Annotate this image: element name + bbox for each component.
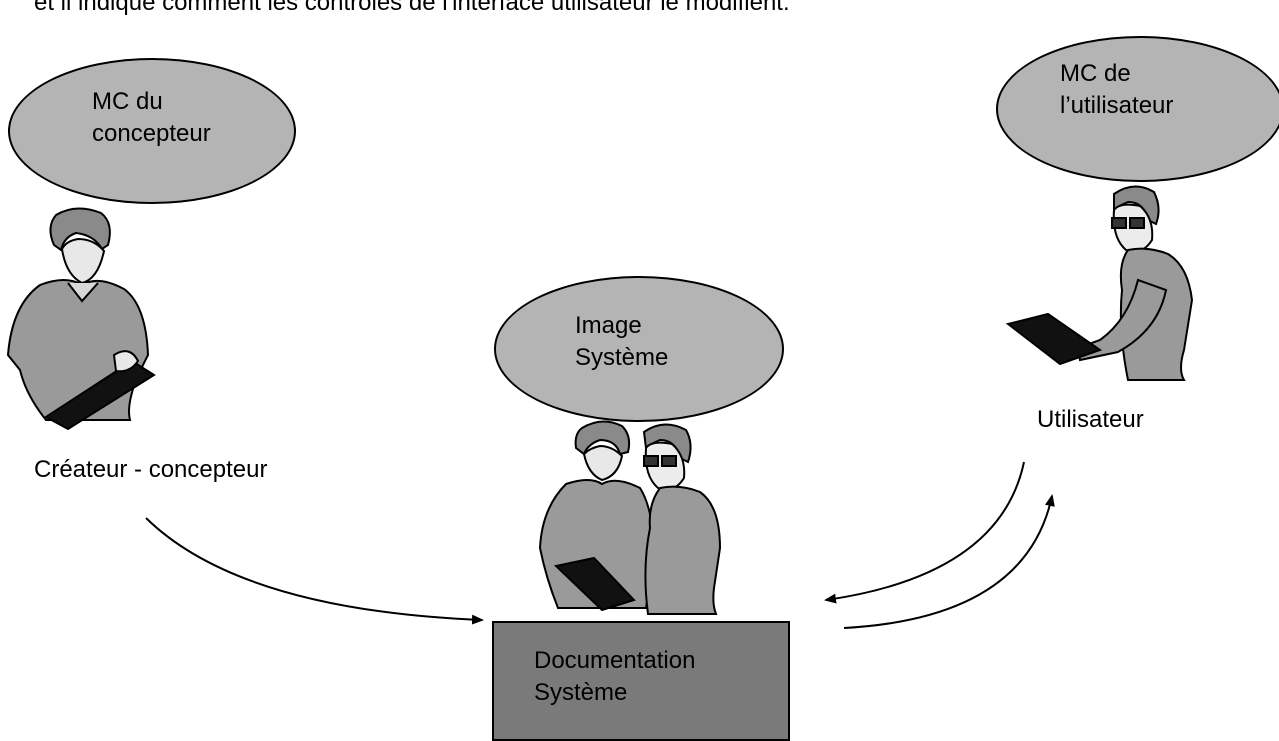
user-figure-icon [1005,185,1194,381]
designer-and-user-figure-icon [538,420,722,615]
designer-to-documentation-arrow [145,517,484,625]
user-mental-model-label: MC de l’utilisateur [1060,60,1174,119]
designer-figure-icon [6,207,156,431]
documentation-box: Documentation Système [492,621,790,741]
system-image-bubble [494,276,784,422]
user-caption: Utilisateur [1037,406,1144,433]
intro-text: et il indique comment les contrôles de l… [34,0,790,16]
designer-caption: Créateur - concepteur [34,456,268,483]
documentation-box-label: Documentation Système [534,647,696,706]
user-mental-model-bubble [996,36,1279,182]
system-image-label: Image Système [575,312,669,371]
designer-mental-model-label: MC du concepteur [92,88,211,147]
user-to-system-arrow [824,461,1025,604]
designer-mental-model-bubble [8,58,296,204]
system-to-user-arrow [843,494,1055,629]
